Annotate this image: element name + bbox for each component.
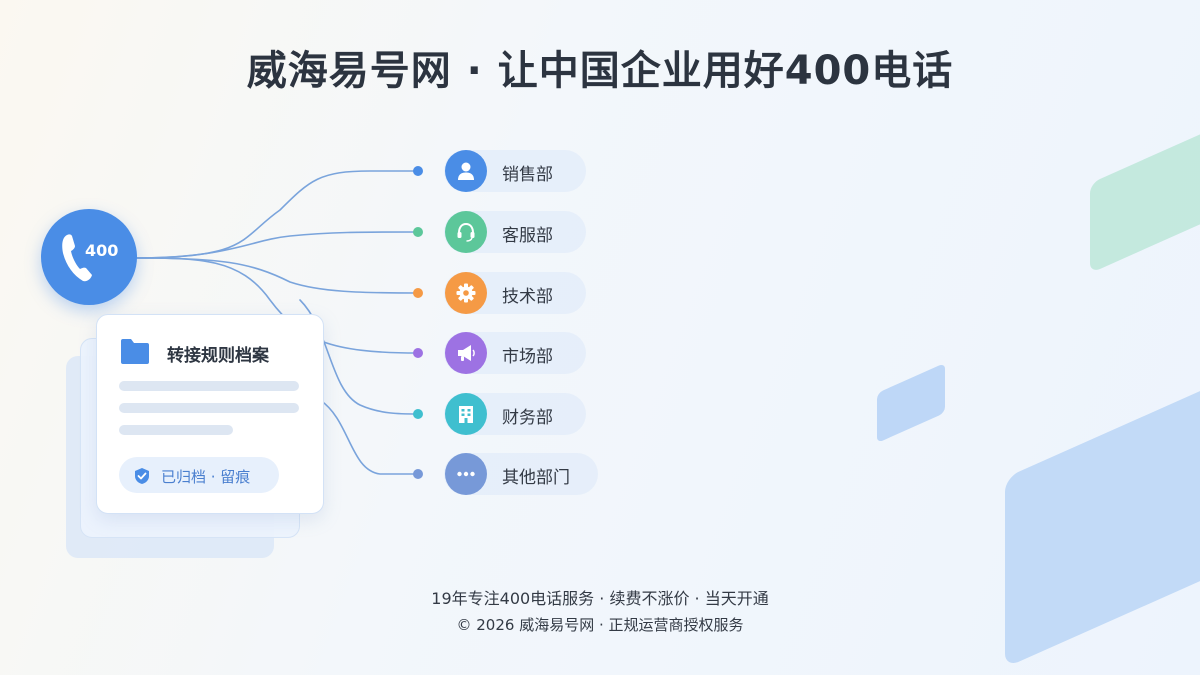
dept-icon-circle xyxy=(445,453,487,495)
placeholder-line xyxy=(119,425,233,435)
dept-icon-circle xyxy=(445,272,487,314)
connector-dot-tech xyxy=(413,288,423,298)
connector-dot-other xyxy=(413,469,423,479)
folder-icon xyxy=(121,339,149,364)
more-icon xyxy=(457,471,475,477)
page-title: 威海易号网 · 让中国企业用好400电话 xyxy=(246,48,954,94)
connector-dot-sales xyxy=(413,166,423,176)
connector-sales xyxy=(134,170,419,259)
dept-icon-circle xyxy=(445,150,487,192)
dept-icon-circle xyxy=(445,332,487,374)
footer-copyright: © 2026 威海易号网 · 正规运营商授权服务 xyxy=(456,616,744,634)
dept-label: 销售部 xyxy=(502,165,553,185)
archive-card-title: 转接规则档案 xyxy=(167,346,269,366)
footer-tagline: 19年专注400电话服务 · 续费不涨价 · 当天开通 xyxy=(431,589,769,608)
connector-service xyxy=(134,231,419,259)
building-icon xyxy=(459,406,473,423)
phone-icon xyxy=(62,234,92,282)
archive-card: 转接规则档案 已归档 · 留痕 xyxy=(96,314,324,514)
hub-number: 400 xyxy=(85,241,119,260)
connector-other xyxy=(319,399,419,475)
gear-icon xyxy=(456,283,476,303)
headset-icon xyxy=(457,222,475,242)
archived-badge-label: 已归档 · 留痕 xyxy=(161,468,251,486)
connector-tech xyxy=(134,257,419,294)
dept-label: 客服部 xyxy=(502,226,553,246)
connector-dot-finance xyxy=(413,409,423,419)
dept-icon-circle xyxy=(445,393,487,435)
dept-label: 技术部 xyxy=(502,287,553,307)
connector-market xyxy=(134,257,419,354)
dept-icon-circle xyxy=(445,211,487,253)
megaphone-icon xyxy=(458,345,475,361)
shield-check-icon xyxy=(135,468,149,484)
connector-dot-service xyxy=(413,227,423,237)
dept-label: 其他部门 xyxy=(502,468,570,488)
dept-label: 市场部 xyxy=(502,347,553,367)
placeholder-line xyxy=(119,403,299,413)
archived-badge: 已归档 · 留痕 xyxy=(119,457,279,493)
placeholder-line xyxy=(119,381,299,391)
person-icon xyxy=(458,162,474,180)
hub-400-phone: 400 xyxy=(41,209,137,305)
connector-dot-market xyxy=(413,348,423,358)
dept-label: 财务部 xyxy=(502,408,553,428)
